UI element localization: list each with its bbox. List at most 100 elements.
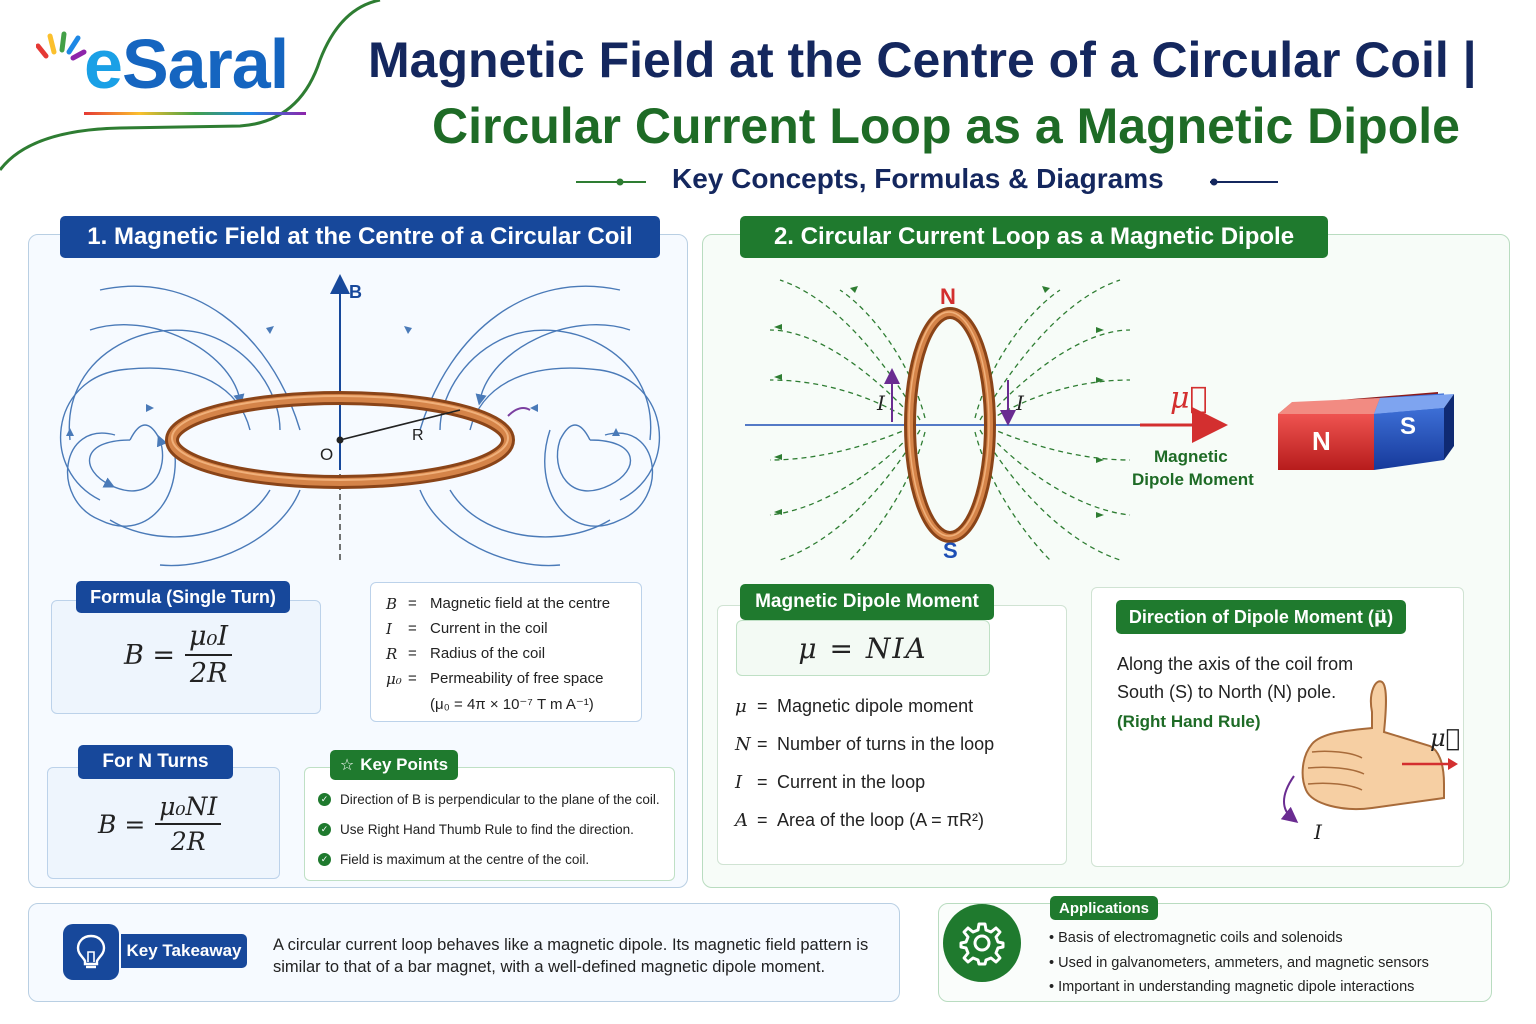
dipole-moment-formula: μ = NIA bbox=[798, 631, 928, 665]
key-point-item: ✓ Field is maximum at the centre of the c… bbox=[318, 844, 660, 874]
definition-row: R = Radius of the coil bbox=[386, 641, 610, 666]
formula-single-lhs: B = bbox=[124, 639, 176, 671]
key-takeaway-label: Key Takeaway bbox=[121, 934, 247, 968]
brand-underline bbox=[84, 112, 306, 115]
definition-eq: = bbox=[408, 620, 417, 637]
key-takeaway-line-1: A circular current loop behaves like a m… bbox=[273, 936, 869, 954]
dipole-definition-text: Area of the loop (A = πR²) bbox=[777, 809, 985, 830]
definition-text: Radius of the coil bbox=[430, 645, 546, 662]
definition-row: μ₀=Permeability of free space bbox=[386, 666, 610, 691]
dipole-moment-formula-box: μ = NIA bbox=[736, 620, 990, 676]
key-points-tag: ☆ Key Points bbox=[330, 750, 458, 780]
key-point-text: Field is maximum at the centre of the co… bbox=[340, 851, 590, 867]
dipole-definition-eq: = bbox=[757, 809, 768, 830]
definition-symbol: B bbox=[386, 594, 398, 613]
bar-magnet-n-label: N bbox=[1312, 426, 1331, 456]
moment-caption-1: Magnetic bbox=[1154, 447, 1228, 466]
dipole-definition-row: A = Area of the loop (A = πR²) bbox=[735, 801, 994, 839]
check-circle-icon: ✓ bbox=[318, 852, 331, 866]
direction-line-2: South (S) to North (N) pole. bbox=[1117, 682, 1337, 702]
definition-eq: = bbox=[408, 595, 417, 612]
star-icon: ☆ bbox=[339, 757, 355, 774]
gear-icon bbox=[943, 904, 1021, 982]
radius-r-label: R bbox=[412, 427, 424, 444]
formula-n-lhs: B = bbox=[98, 809, 146, 839]
application-text: Basis of electromagnetic coils and solen… bbox=[1058, 930, 1343, 946]
key-point-item: ✓ Use Right Hand Thumb Rule to find the d… bbox=[318, 814, 660, 844]
formula-n: B = μ₀NI 2R bbox=[98, 792, 222, 856]
direction-line-1: Along the axis of the coil from bbox=[1117, 654, 1354, 674]
direction-mu-label: μ⃗ bbox=[1430, 724, 1460, 752]
brand-logo: eSaral bbox=[36, 24, 306, 115]
dipole-field-diagram: N S I I μ⃗ Magnetic Dipole Moment N S bbox=[745, 279, 1454, 563]
application-item: • Important in understanding magnetic di… bbox=[1049, 975, 1429, 1000]
key-point-text: Direction of B is perpendicular to the p… bbox=[340, 791, 660, 807]
application-text: Important in understanding magnetic dipo… bbox=[1058, 979, 1415, 995]
centre-o-label: O bbox=[320, 445, 333, 464]
key-point-text: Use Right Hand Thumb Rule to find the di… bbox=[340, 821, 634, 837]
formula-n-box: B = μ₀NI 2R bbox=[47, 767, 280, 879]
key-points-tag-label: Key Points bbox=[360, 755, 449, 774]
definition-symbol: I bbox=[386, 619, 392, 638]
dipole-definition-row: I = Current in the loop bbox=[735, 763, 994, 801]
direction-i-label: I bbox=[1314, 820, 1322, 844]
key-points-list: ✓ Direction of B is perpendicular to the … bbox=[318, 784, 660, 874]
formula-single-box: B = μ₀I 2R bbox=[51, 600, 321, 714]
dipole-definition-row: N=Number of turns in the loop bbox=[735, 725, 994, 763]
dipole-definition-symbol: I bbox=[735, 771, 743, 793]
formula-n-denominator: 2R bbox=[170, 827, 206, 856]
direction-tag: Direction of Dipole Moment (μ⃗) bbox=[1116, 600, 1406, 634]
dipole-definition-text: Current in the loop bbox=[777, 771, 926, 792]
definition-text: (μ₀ = 4π × 10⁻⁷ T m A⁻¹) bbox=[430, 695, 594, 713]
page-title-line-1: Magnetic Field at the Centre of a Circul… bbox=[368, 32, 1477, 88]
applications-list: • Basis of electromagnetic coils and sol… bbox=[1049, 926, 1429, 1000]
south-label: S bbox=[943, 538, 958, 563]
moment-symbol: μ⃗ bbox=[1170, 381, 1208, 416]
check-circle-icon: ✓ bbox=[318, 822, 331, 836]
dipole-definition-symbol: μ bbox=[735, 695, 747, 717]
application-item: • Used in galvanometers, ammeters, and m… bbox=[1049, 951, 1429, 976]
dipole-definition-eq: = bbox=[757, 771, 768, 792]
axis-b-label: B bbox=[349, 282, 362, 302]
formula-single-denominator: 2R bbox=[189, 658, 228, 689]
bullet-icon: • bbox=[1049, 954, 1059, 971]
header-corner-curve bbox=[0, 0, 381, 171]
definition-text: Current in the coil bbox=[430, 620, 548, 637]
current-label-left: I bbox=[876, 391, 886, 415]
current-label-right: I bbox=[1015, 391, 1025, 415]
dipole-definition-row: μ = Magnetic dipole moment bbox=[735, 687, 994, 725]
right-hand-rule-label: (Right Hand Rule) bbox=[1117, 712, 1261, 731]
definition-symbol: μ₀ bbox=[386, 669, 402, 688]
dipole-definition-text: Magnetic dipole moment bbox=[777, 695, 974, 716]
page-subtitle: Key Concepts, Formulas & Diagrams bbox=[672, 163, 1164, 194]
dipole-definition-eq: = bbox=[757, 695, 768, 716]
right-hand-thumb-icon bbox=[1280, 680, 1458, 824]
definition-row: B = Magnetic field at the centre bbox=[386, 591, 610, 616]
definition-text: Magnetic field at the centre bbox=[430, 595, 611, 612]
brand-name: eSaral bbox=[84, 25, 289, 103]
applications-panel: • Basis of electromagnetic coils and sol… bbox=[938, 903, 1492, 1002]
dipole-definition-symbol: A bbox=[735, 809, 748, 831]
definition-eq: = bbox=[408, 645, 417, 662]
formula-single: B = μ₀I 2R bbox=[124, 621, 233, 689]
definition-symbol: R bbox=[386, 644, 398, 663]
dipole-definition-eq: = bbox=[757, 733, 768, 754]
formula-n-numerator: μ₀NI bbox=[155, 792, 222, 825]
formula-n-tag: For N Turns bbox=[78, 745, 233, 779]
check-circle-icon: ✓ bbox=[318, 792, 331, 806]
key-points-box: ✓ Direction of B is perpendicular to the … bbox=[304, 767, 675, 881]
dipole-definition-symbol: N bbox=[735, 733, 751, 755]
application-text: Used in galvanometers, ammeters, and mag… bbox=[1058, 954, 1429, 971]
moment-caption-2: Dipole Moment bbox=[1132, 470, 1254, 489]
hand-logo-icon bbox=[36, 31, 87, 61]
formula-single-numerator: μ₀I bbox=[185, 621, 233, 656]
bullet-icon: • bbox=[1049, 930, 1059, 946]
north-label: N bbox=[940, 284, 956, 309]
subtitle-right-ornament bbox=[1210, 178, 1278, 186]
key-takeaway-text: A circular current loop behaves like a m… bbox=[273, 934, 868, 978]
definition-row: (μ₀ = 4π × 10⁻⁷ T m A⁻¹) bbox=[386, 691, 610, 716]
